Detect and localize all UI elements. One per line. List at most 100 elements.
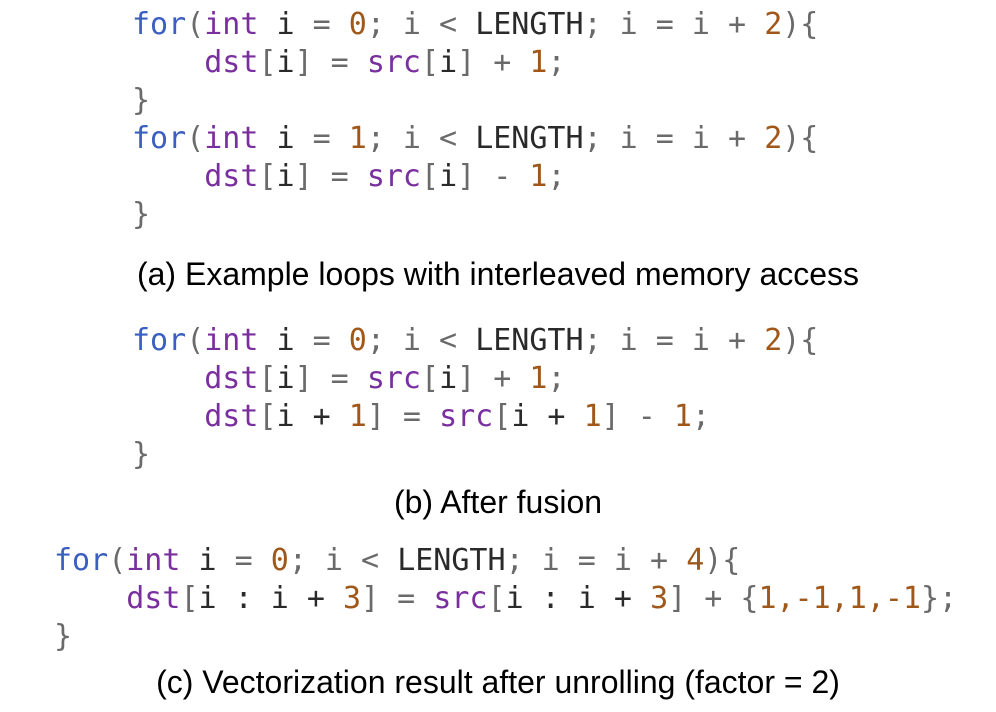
punctuation-token: ] - [457, 159, 530, 194]
punctuation-token: [ [421, 159, 440, 194]
plain-token: i [258, 323, 313, 358]
punctuation-token: [ [421, 45, 440, 80]
number-token: 2 [764, 7, 783, 42]
punctuation-token: ; i < [366, 323, 476, 358]
punctuation-token: ; [547, 159, 566, 194]
punctuation-token: ){ [782, 121, 819, 156]
punctuation-token: ; i = i + [505, 543, 687, 578]
plain-token: i [439, 45, 458, 80]
plain-token: i [276, 159, 295, 194]
keyword-token: for [54, 543, 109, 578]
number-token: 3 [343, 581, 362, 616]
number-token: 2 [764, 121, 783, 156]
plain-token: i : i + [505, 581, 651, 616]
punctuation-token: ; i < [366, 121, 476, 156]
caption-b: (b) After fusion [393, 484, 603, 520]
identifier-token: src [366, 45, 421, 80]
number-token: 0 [348, 323, 367, 358]
plain-token: LENGTH [397, 543, 506, 578]
identifier-token: src [433, 581, 488, 616]
code-c-line-3: } [54, 618, 72, 656]
punctuation-token [132, 361, 204, 396]
number-token: 1,-1,1,-1 [758, 581, 921, 616]
code-c-line-2: dst[i : i + 3] = src[i : i + 3] + {1,-1,… [54, 580, 957, 618]
punctuation-token: ] = [366, 399, 440, 434]
punctuation-token: = [312, 323, 349, 358]
keyword-token: for [132, 121, 187, 156]
punctuation-token: = [312, 121, 349, 156]
code-b-line-3: dst[i + 1] = src[i + 1] - 1; [132, 398, 710, 436]
plain-token: i + [276, 399, 349, 434]
plain-token: i [276, 361, 295, 396]
punctuation-token: ] = [294, 361, 367, 396]
identifier-token: dst [126, 581, 181, 616]
punctuation-token: ){ [782, 7, 819, 42]
plain-token: i [180, 543, 235, 578]
punctuation-token: ] + [457, 45, 530, 80]
caption-c: (c) Vectorization result after unrolling… [156, 664, 840, 700]
punctuation-token [132, 159, 204, 194]
punctuation-token: ] - [601, 399, 674, 434]
punctuation-token: ; i = i + [583, 121, 765, 156]
number-token: 1 [583, 399, 602, 434]
punctuation-token: ( [108, 543, 127, 578]
punctuation-token: ] = [361, 581, 434, 616]
number-token: 0 [348, 7, 367, 42]
punctuation-token: = [234, 543, 271, 578]
plain-token: i [258, 7, 313, 42]
punctuation-token: ; i = i + [583, 323, 765, 358]
type-token: int [204, 121, 259, 156]
plain-token: i [276, 45, 295, 80]
punctuation-token: ){ [704, 543, 741, 578]
number-token: 0 [270, 543, 289, 578]
punctuation-token: ; [691, 399, 710, 434]
type-token: int [204, 7, 259, 42]
number-token: 1 [348, 399, 367, 434]
code-b-line-4: } [132, 436, 150, 474]
code-b-line-2: dst[i] = src[i] + 1; [132, 360, 565, 398]
code-c-line-1: for(int i = 0; i < LENGTH; i = i + 4){ [54, 542, 740, 580]
type-token: int [126, 543, 181, 578]
plain-token: i : i + [198, 581, 343, 616]
number-token: 2 [764, 323, 783, 358]
plain-token: LENGTH [475, 121, 584, 156]
keyword-token: for [132, 323, 187, 358]
punctuation-token: = [312, 7, 349, 42]
identifier-token: src [366, 361, 421, 396]
number-token: 1 [529, 45, 548, 80]
number-token: 4 [686, 543, 705, 578]
plain-token: i [258, 121, 313, 156]
number-token: 1 [529, 159, 548, 194]
punctuation-token: ; [547, 45, 566, 80]
type-token: int [204, 323, 259, 358]
number-token: 1 [529, 361, 548, 396]
identifier-token: src [439, 399, 494, 434]
number-token: 3 [650, 581, 669, 616]
plain-token: i + [511, 399, 584, 434]
keyword-token: for [132, 7, 187, 42]
punctuation-token: ){ [782, 323, 819, 358]
punctuation-token: }; [921, 581, 958, 616]
identifier-token: dst [204, 361, 259, 396]
code-a-line-5: dst[i] = src[i] - 1; [132, 158, 566, 196]
identifier-token: src [366, 159, 421, 194]
code-a-line-6: } [132, 196, 150, 234]
punctuation-token: [ [258, 361, 277, 396]
plain-token: i [439, 361, 458, 396]
punctuation-token: ( [186, 121, 205, 156]
identifier-token: dst [204, 159, 259, 194]
caption-a: (a) Example loops with interleaved memor… [136, 256, 860, 292]
plain-token: i [439, 159, 458, 194]
punctuation-token [132, 45, 204, 80]
punctuation-token: [ [258, 159, 277, 194]
punctuation-token: ] + [457, 361, 530, 396]
punctuation-token: ] = [294, 45, 367, 80]
number-token: 1 [673, 399, 692, 434]
punctuation-token: [ [421, 361, 440, 396]
code-b-line-1: for(int i = 0; i < LENGTH; i = i + 2){ [132, 322, 818, 360]
code-a-line-1: for(int i = 0; i < LENGTH; i = i + 2){ [132, 6, 818, 44]
code-a-line-4: for(int i = 1; i < LENGTH; i = i + 2){ [132, 120, 818, 158]
code-a-line-3: } [132, 82, 150, 120]
punctuation-token: ; i < [288, 543, 398, 578]
punctuation-token: ] = [294, 159, 367, 194]
